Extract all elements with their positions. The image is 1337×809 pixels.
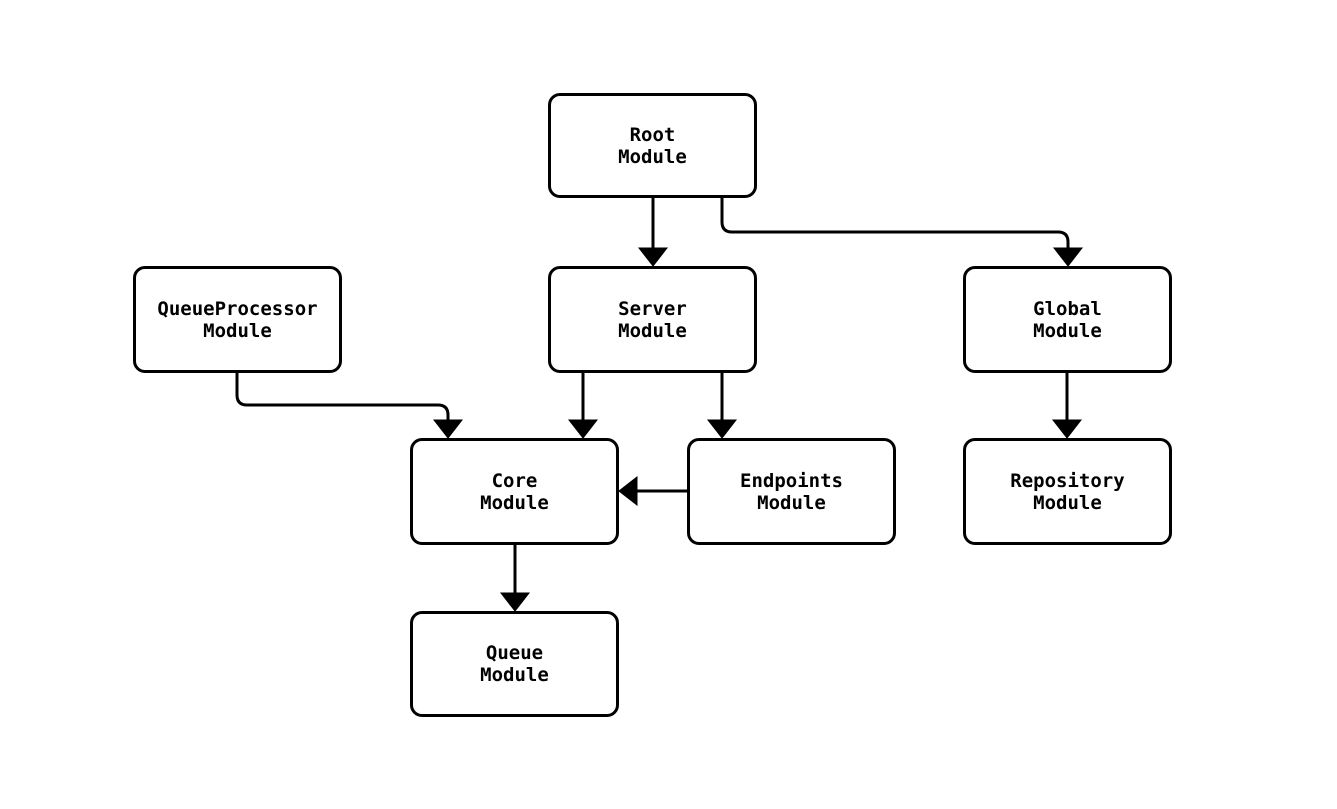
node-root-module: Root Module [548,93,757,198]
edge-core-to-queue [499,545,531,612]
edge-endpoints-to-core [618,475,687,507]
edge-root-to-global [720,198,1084,267]
node-global-module: Global Module [963,266,1172,373]
edge-server-to-endpoints [706,373,738,439]
edge-queueprocessor-to-core [235,373,464,439]
node-core-module: Core Module [410,438,619,545]
node-repository-module: Repository Module [963,438,1172,545]
edge-root-to-server [637,198,669,267]
node-queue-module: Queue Module [410,611,619,717]
node-server-module: Server Module [548,266,757,373]
node-endpoints-module: Endpoints Module [687,438,896,545]
node-queueprocessor-module: QueueProcessor Module [133,266,342,373]
edge-global-to-repository [1051,373,1083,439]
edge-server-to-core [567,373,599,439]
